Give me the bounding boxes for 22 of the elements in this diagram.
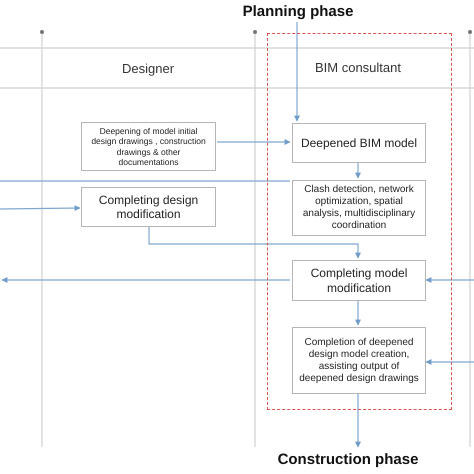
process-box: Deepening of model initial design drawings , construction drawings & other documentations [81, 122, 216, 171]
phase-label: Planning phase [230, 0, 366, 22]
arrow [425, 359, 474, 365]
arrow [1, 277, 290, 283]
lane-title: BIM consultant [315, 60, 401, 75]
arrow [0, 205, 81, 212]
arrow [217, 139, 291, 145]
process-box: Completing model modification [292, 260, 426, 301]
phase-label: Construction phase [276, 448, 420, 470]
process-box: Completing design modification [81, 187, 216, 227]
arrow [355, 162, 361, 179]
process-box: Completion of deepened design model creation, assisting output of deepened design drawings [292, 327, 426, 394]
process-box: Deepened BIM model [292, 123, 426, 163]
dashed-group-frame [267, 33, 452, 410]
connector-line [0, 180, 290, 182]
lane-title: Designer [122, 61, 174, 76]
arrow [355, 300, 361, 326]
process-box: Clash detection, network optimization, spatial analysis, multidisciplinary coordination [292, 180, 426, 236]
arrow [355, 393, 361, 448]
arrow [148, 227, 361, 259]
arrow [425, 277, 474, 283]
arrow [294, 22, 300, 122]
